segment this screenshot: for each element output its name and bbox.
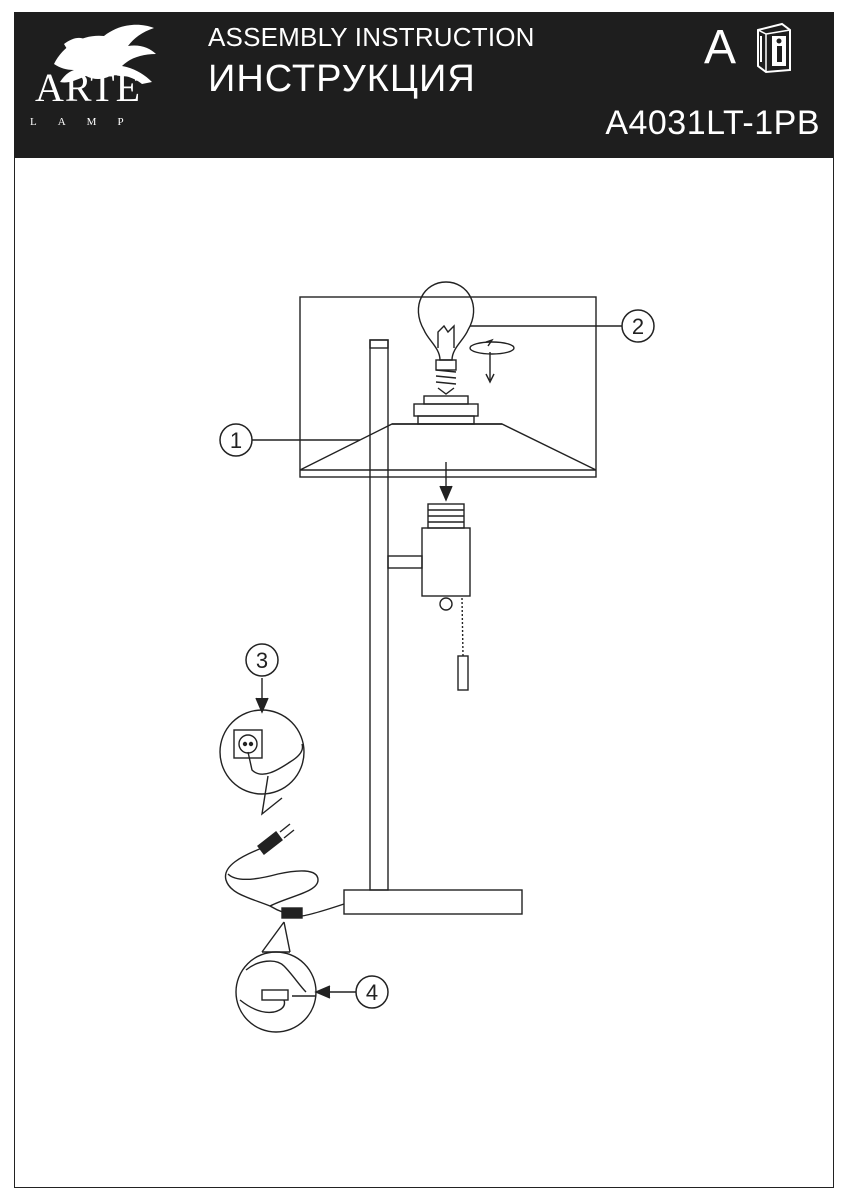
socket-ring: [413, 403, 479, 417]
title-russian: ИНСТРУКЦИЯ: [208, 58, 476, 100]
instruction-book-icon: [757, 22, 791, 74]
socket-body: [421, 527, 471, 597]
model-number: A4031LT-1PB: [605, 104, 820, 142]
callout-3: 3: [245, 643, 279, 677]
callout-2: 2: [621, 309, 655, 343]
title-english: ASSEMBLY INSTRUCTION: [208, 22, 535, 52]
svg-text:4: 4: [366, 980, 378, 1005]
svg-text:3: 3: [256, 648, 268, 673]
shade-holder: [299, 423, 597, 471]
svg-text:2: 2: [632, 314, 644, 339]
brand-sub: LAMP: [30, 116, 145, 128]
light-bulb: [417, 281, 475, 395]
lamp-base: [343, 889, 523, 915]
lion-logo: [54, 24, 156, 85]
cord-switch: [281, 907, 303, 919]
svg-text:1: 1: [230, 428, 242, 453]
stand-pole: [369, 339, 389, 891]
pull-chain-handle: [457, 655, 469, 691]
callout-1: 1: [219, 423, 253, 457]
header-bar: [14, 12, 834, 158]
brand-name: ARTE: [34, 65, 142, 110]
lampshade: [299, 296, 597, 478]
callout-4: 4: [355, 975, 389, 1009]
detail-switch: [235, 951, 317, 1033]
power-cord: [224, 847, 345, 918]
header-letter: A: [704, 21, 737, 74]
